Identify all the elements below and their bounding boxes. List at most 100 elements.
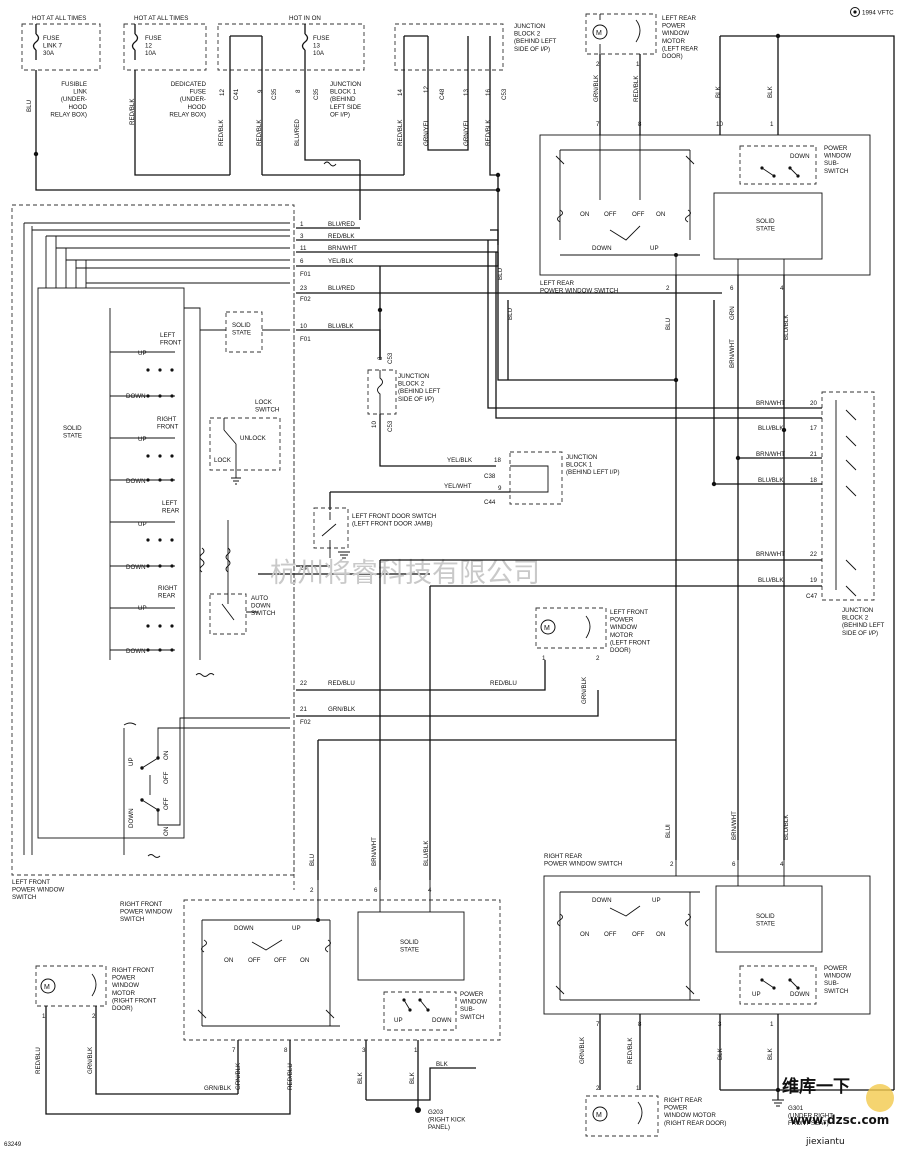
svg-text:YEL/BLK: YEL/BLK [328,258,354,265]
svg-text:RED/BLK: RED/BLK [256,119,263,146]
fuse-box [123,23,207,71]
svg-text:DOWN: DOWN [234,925,254,932]
svg-text:YEL/WHT: YEL/WHT [444,483,472,490]
lf-switch-pins: 1 BLU/RED 3 RED/BLK 11 BRN/WHT 6 YEL/BLK… [300,221,357,726]
left-front-mode-switch: UP DOWN ON OFF OFF ON [123,717,290,858]
svg-text:OFF: OFF [163,797,170,810]
top-bus-wires [33,35,501,245]
svg-text:BLU: BLU [309,854,316,866]
svg-text:OFF: OFF [604,931,617,938]
svg-text:RED/BLU: RED/BLU [287,1063,294,1090]
svg-text:BRN/WHT: BRN/WHT [756,400,785,407]
svg-text:12: 12 [423,86,430,93]
fuse-box [217,23,365,71]
svg-text:M: M [544,625,550,632]
svg-text:BLU: BLU [507,308,514,320]
svg-text:4: 4 [780,861,784,868]
site-logo: 维库一下 www.dzsc.com jiexiantu [782,1076,894,1147]
svg-text:C35: C35 [271,88,278,100]
svg-text:8: 8 [284,1047,288,1054]
svg-text:UNLOCK: UNLOCK [240,435,267,442]
svg-text:C41: C41 [233,88,240,100]
svg-text:BLK: BLK [767,85,774,98]
svg-text:BLK: BLK [436,1061,449,1068]
svg-text:OFF: OFF [248,957,261,964]
svg-text:7: 7 [596,1021,600,1028]
svg-text:C35: C35 [313,88,320,100]
svg-text:1: 1 [636,61,640,68]
svg-text:BLU/BLK: BLU/BLK [758,477,784,484]
svg-text:2: 2 [596,1085,600,1092]
svg-text:BRN/WHT: BRN/WHT [371,837,378,866]
svg-text:16: 16 [485,89,492,96]
mid-vertical-wires: BLU BRN/WHT BLU/BLK BLUI BRN/WHT BLU/BLK [309,560,790,880]
svg-text:2: 2 [596,655,600,662]
svg-text:F01: F01 [300,336,311,343]
svg-text:M: M [44,984,50,991]
svg-text:7: 7 [232,1047,236,1054]
svg-text:F02: F02 [300,719,311,726]
svg-text:ON: ON [656,211,665,218]
svg-text:DOWN: DOWN [126,478,146,485]
svg-text:BLK: BLK [409,1071,416,1084]
svg-text:GRN: GRN [729,306,736,320]
svg-text:2: 2 [670,861,674,868]
svg-text:GRN/BLK: GRN/BLK [579,1036,586,1064]
svg-text:10: 10 [371,421,378,428]
watermark: 杭州将睿科技有限公司 [270,558,540,589]
svg-text:6: 6 [732,861,736,868]
svg-text:UP: UP [138,350,147,357]
svg-text:18: 18 [494,457,501,464]
svg-text:BRN/WHT: BRN/WHT [756,551,785,558]
svg-text:F02: F02 [300,296,311,303]
svg-text:UP: UP [138,521,147,528]
svg-text:22: 22 [300,680,307,687]
svg-text:4: 4 [780,285,784,292]
resistor-icon [199,547,205,573]
svg-text:GRN/BLK: GRN/BLK [204,1085,232,1092]
svg-text:www.dzsc.com: www.dzsc.com [790,1113,889,1127]
svg-text:UP: UP [650,245,659,252]
svg-text:1: 1 [300,221,304,228]
svg-text:RED/BLK: RED/BLK [633,75,640,102]
svg-text:1: 1 [414,1047,418,1054]
svg-text:F01: F01 [300,271,311,278]
svg-text:1994 VFTC: 1994 VFTC [862,10,894,17]
svg-text:DOWN: DOWN [126,648,146,655]
svg-text:DOWN: DOWN [128,808,135,828]
svg-text:BLU/BLK: BLU/BLK [423,840,430,866]
svg-text:GRN/BLK: GRN/BLK [328,706,356,713]
svg-text:9: 9 [257,89,264,93]
svg-text:BRN/WHT: BRN/WHT [731,811,738,840]
fuse-icon [301,24,309,60]
svg-text:UP: UP [394,1017,403,1024]
svg-text:DOWN: DOWN [790,991,810,998]
svg-text:7: 7 [596,121,600,128]
source-title: HOT IN ON [289,15,321,22]
left-rear-out-wires: BLU GRN BRN/WHT BLU/BLK BLU BLU [497,252,790,860]
svg-text:C53: C53 [387,420,394,432]
svg-text:OFF: OFF [632,211,645,218]
svg-text:BLU/RED: BLU/RED [328,285,355,292]
